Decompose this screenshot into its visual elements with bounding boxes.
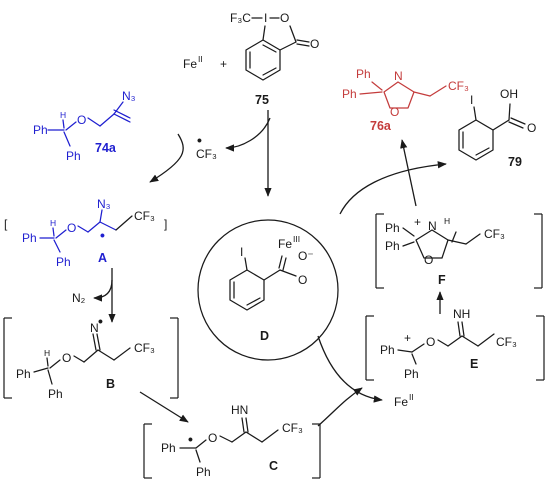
svg-text:O: O [62, 351, 71, 365]
togni-carbonyl-oxygen: O [310, 37, 319, 51]
svg-text:Ph: Ph [385, 239, 400, 253]
product-79-label: 79 [508, 155, 522, 169]
arrow-75-to-cf3 [225, 117, 271, 152]
arrow-C-to-E [317, 387, 363, 427]
svg-text:I: I [240, 245, 243, 259]
svg-text:HN: HN [231, 403, 248, 417]
svg-text:Ph: Ph [385, 221, 400, 235]
svg-text:O: O [390, 105, 399, 119]
svg-text:O: O [527, 121, 536, 135]
product-76a-label: 76a [370, 119, 392, 133]
svg-text:H: H [444, 216, 450, 226]
intermediate-F: Ph Ph + N H O CF₃ F [385, 215, 505, 287]
togni-cf3: F₃C [230, 11, 251, 25]
svg-text:Fe: Fe [183, 57, 197, 71]
fe2-release: Fe II [394, 392, 414, 409]
svg-text:Ph: Ph [342, 87, 357, 101]
svg-text:CF₃: CF₃ [448, 79, 469, 93]
svg-text:N: N [394, 69, 403, 83]
svg-text:•: • [98, 313, 103, 329]
svg-text:Ph: Ph [380, 343, 395, 357]
svg-text:N₃: N₃ [122, 89, 136, 103]
svg-text:II: II [409, 392, 414, 402]
plus-sign: + [220, 57, 227, 71]
intermediate-E-label: E [470, 357, 478, 371]
svg-text:O: O [426, 335, 435, 349]
intermediate-D-label: D [260, 329, 269, 343]
svg-text:•: • [188, 431, 193, 447]
svg-text:Ph: Ph [196, 465, 211, 479]
svg-text:O: O [424, 253, 433, 267]
svg-text:Fe: Fe [278, 237, 292, 251]
intermediate-D: Fe III I O⁻ O D [229, 234, 314, 343]
svg-text:Fe: Fe [394, 395, 408, 409]
bracket-left-A: [ [4, 217, 8, 231]
svg-text:Ph: Ph [33, 123, 48, 137]
svg-text:•: • [100, 227, 105, 243]
bracket-right-A: ] [164, 217, 167, 231]
svg-text:Ph: Ph [48, 387, 63, 401]
svg-text:Ph: Ph [16, 367, 31, 381]
svg-text:Ph: Ph [56, 255, 71, 269]
svg-text:O: O [208, 431, 217, 445]
svg-text:+: + [404, 331, 411, 345]
arrow-N2-loss [93, 279, 113, 302]
arrow-B-to-C [139, 391, 189, 423]
intermediate-A: N₃ O H Ph Ph • CF₃ A [22, 197, 155, 269]
compound-74a-label: 74a [95, 141, 117, 155]
cf3-radical: • CF₃ [196, 132, 217, 161]
svg-text:O: O [298, 273, 307, 287]
svg-text:H: H [60, 110, 66, 120]
svg-text:N: N [90, 321, 99, 335]
compound-74a: N₃ O H Ph Ph 74a [33, 89, 136, 163]
intermediate-B-label: B [106, 377, 115, 391]
svg-text:Ph: Ph [22, 231, 37, 245]
svg-text:II: II [198, 54, 203, 64]
intermediate-C-label: C [269, 459, 278, 473]
fe2-reagent: Fe II [183, 54, 203, 71]
svg-text:CF₃: CF₃ [484, 227, 505, 241]
svg-text:Ph: Ph [161, 441, 176, 455]
product-79: I OH O 79 [458, 87, 536, 169]
radical-dot: • [197, 132, 202, 148]
togni-reagent-75: F₃C I O O 75 [230, 11, 319, 107]
svg-text:CF₃: CF₃ [282, 421, 303, 435]
reaction-arrows [93, 110, 447, 427]
svg-text:CF₃: CF₃ [134, 209, 155, 223]
svg-text:OH: OH [500, 87, 518, 101]
arrow-74a-to-A [149, 133, 184, 183]
arrow-F-to-76a [400, 139, 417, 207]
svg-text:Ph: Ph [356, 67, 371, 81]
togni-ring-oxygen: O [280, 11, 289, 25]
svg-text:CF₃: CF₃ [196, 147, 217, 161]
intermediate-B: N • O H Ph Ph CF₃ B [16, 313, 155, 401]
svg-text:Ph: Ph [66, 149, 81, 163]
arrow-D-to-fe2 [317, 335, 383, 403]
svg-text:O: O [67, 221, 76, 235]
catalyst-circle-D [197, 219, 339, 361]
product-76a: Ph Ph N O CF₃ 76a [342, 67, 469, 133]
arrow-D-to-79 [339, 161, 447, 215]
intermediate-E: NH O + Ph Ph CF₃ E [380, 307, 517, 381]
svg-text:CF₃: CF₃ [134, 341, 155, 355]
svg-text:I: I [470, 93, 473, 107]
togni-iodine: I [264, 11, 267, 25]
svg-text:CF₃: CF₃ [496, 335, 517, 349]
svg-text:O: O [77, 113, 86, 127]
intermediate-C: HN O • Ph Ph CF₃ C [161, 403, 303, 479]
intermediate-F-label: F [438, 273, 446, 287]
svg-text:N: N [428, 219, 437, 233]
svg-text:III: III [293, 234, 300, 244]
svg-text:H: H [50, 218, 56, 228]
svg-text:O⁻: O⁻ [298, 249, 314, 263]
svg-text:+: + [414, 215, 421, 229]
svg-text:Ph: Ph [404, 367, 419, 381]
svg-text:NH: NH [453, 307, 470, 321]
svg-text:N₃: N₃ [97, 197, 111, 211]
togni-label: 75 [255, 93, 269, 107]
intermediate-A-label: A [98, 251, 107, 265]
svg-text:H: H [44, 348, 50, 358]
n2-byproduct: N₂ [72, 291, 86, 305]
